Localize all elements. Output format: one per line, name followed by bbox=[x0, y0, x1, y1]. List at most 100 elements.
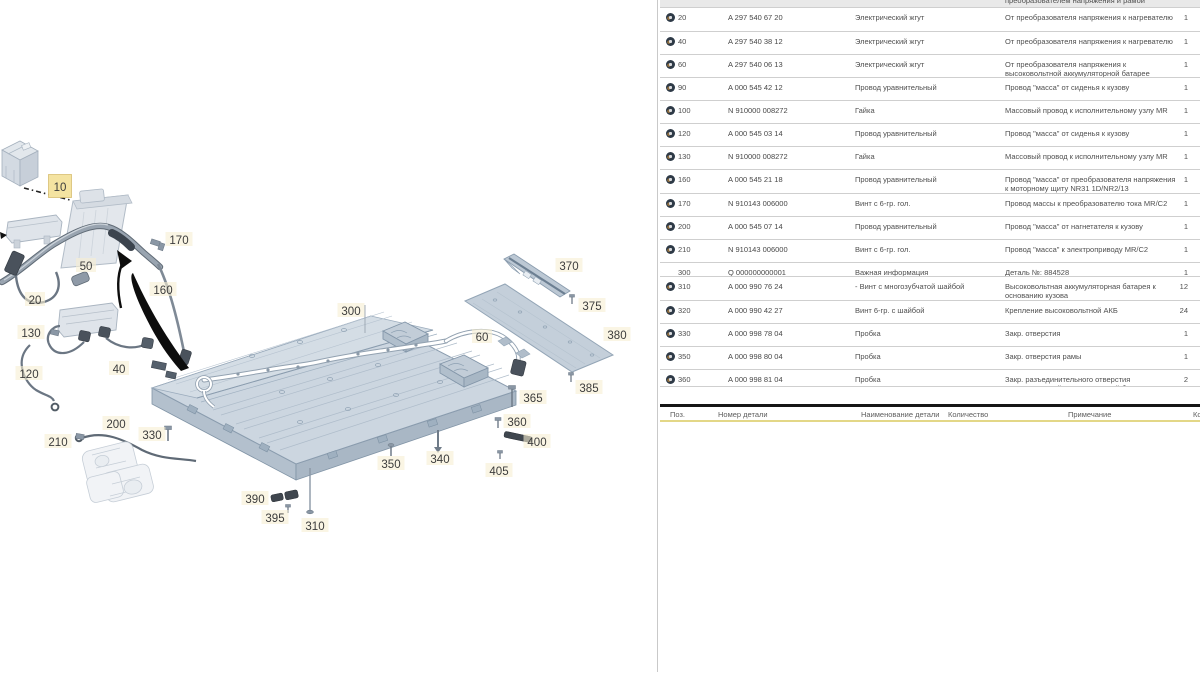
cell-part-number: N 910143 006000 bbox=[728, 245, 788, 254]
cell-position: 170 bbox=[678, 199, 691, 208]
cell-part-number: A 297 540 06 13 bbox=[728, 60, 783, 69]
part-image-icon[interactable] bbox=[666, 129, 675, 138]
callout-160[interactable]: 160 bbox=[149, 282, 177, 297]
cell-part-name: Провод уравнительный bbox=[855, 222, 937, 231]
cell-part-number: A 000 545 07 14 bbox=[728, 222, 783, 231]
callout-120[interactable]: 120 bbox=[15, 366, 43, 381]
part-image-icon[interactable] bbox=[666, 37, 675, 46]
cell-position: 300 bbox=[678, 268, 691, 277]
callout-130[interactable]: 130 bbox=[17, 325, 45, 340]
svg-text:60: 60 bbox=[476, 332, 489, 344]
cell-quantity: 1 bbox=[1183, 268, 1188, 277]
part-image-icon[interactable] bbox=[666, 282, 675, 291]
part-image-icon[interactable] bbox=[666, 106, 675, 115]
callout-210[interactable]: 210 bbox=[44, 434, 72, 449]
callout-300[interactable]: 300 bbox=[337, 303, 365, 318]
callout-20[interactable]: 20 bbox=[25, 292, 45, 307]
cell-description: От преобразователя напряжения к высоково… bbox=[1005, 60, 1150, 78]
cell-part-name: Провод уравнительный bbox=[855, 129, 937, 138]
callout-370[interactable]: 370 bbox=[555, 258, 583, 273]
callout-200[interactable]: 200 bbox=[102, 416, 130, 431]
cell-position: 100 bbox=[678, 106, 691, 115]
cell-quantity: 12 bbox=[1179, 282, 1188, 291]
callout-10[interactable]: 10 bbox=[48, 174, 72, 198]
cell-part-number: A 000 998 81 04 bbox=[728, 375, 783, 384]
part-image-icon[interactable] bbox=[666, 199, 675, 208]
cell-position: 200 bbox=[678, 222, 691, 231]
part-image-icon[interactable] bbox=[666, 222, 675, 231]
cell-quantity: 1 bbox=[1183, 13, 1188, 22]
part-image-icon[interactable] bbox=[666, 152, 675, 161]
cell-part-number: A 000 998 78 04 bbox=[728, 329, 783, 338]
part-image-icon[interactable] bbox=[666, 60, 675, 69]
cell-quantity: 1 bbox=[1183, 129, 1188, 138]
callout-400[interactable]: 400 bbox=[523, 434, 551, 449]
callout-40[interactable]: 40 bbox=[109, 361, 129, 376]
part-image-icon[interactable] bbox=[666, 352, 675, 361]
cell-position: 160 bbox=[678, 175, 691, 184]
callout-405[interactable]: 405 bbox=[485, 463, 513, 478]
svg-text:365: 365 bbox=[523, 393, 542, 405]
callout-385[interactable]: 385 bbox=[575, 380, 603, 395]
callout-375[interactable]: 375 bbox=[578, 298, 606, 313]
cell-part-name: Пробка bbox=[855, 329, 881, 338]
cell-quantity: 1 bbox=[1183, 329, 1188, 338]
part-image-icon[interactable] bbox=[666, 306, 675, 315]
svg-text:50: 50 bbox=[80, 261, 93, 273]
callout-60[interactable]: 60 bbox=[472, 329, 492, 344]
cell-description: Закр. отверстия рамы bbox=[1005, 352, 1082, 361]
table-row-partial[interactable]: преобразователем напряжения и рамой bbox=[660, 0, 1200, 8]
cell-part-number: A 297 540 67 20 bbox=[728, 13, 783, 22]
section-highlight-rule bbox=[660, 419, 1200, 423]
part-image-icon[interactable] bbox=[666, 245, 675, 254]
cell-description: Провод "масса" к электроприводу MR/C2 bbox=[1005, 245, 1149, 254]
callout-395[interactable]: 395 bbox=[261, 510, 289, 525]
callout-390[interactable]: 390 bbox=[241, 491, 269, 506]
cell-part-name: Винт с 6-гр. гол. bbox=[855, 199, 911, 208]
cell-description: преобразователем напряжения и рамой bbox=[1005, 0, 1145, 5]
callout-365[interactable]: 365 bbox=[519, 390, 547, 405]
part-image-icon[interactable] bbox=[666, 13, 675, 22]
part-image-icon[interactable] bbox=[666, 83, 675, 92]
callout-330[interactable]: 330 bbox=[138, 427, 166, 442]
cell-part-name: Пробка bbox=[855, 352, 881, 361]
callout-350[interactable]: 350 bbox=[377, 456, 405, 471]
part-image-icon[interactable] bbox=[666, 329, 675, 338]
cell-description: Крепление высоковольтной АКБ bbox=[1005, 306, 1118, 315]
callout-50[interactable]: 50 bbox=[76, 258, 96, 273]
svg-text:120: 120 bbox=[19, 369, 38, 381]
cell-part-name: Электрический жгут bbox=[855, 13, 925, 22]
cell-quantity: 1 bbox=[1183, 60, 1188, 69]
callout-170[interactable]: 170 bbox=[165, 232, 193, 247]
callout-340[interactable]: 340 bbox=[426, 451, 454, 466]
part-image-icon[interactable] bbox=[666, 175, 675, 184]
callout-310[interactable]: 310 bbox=[301, 518, 329, 533]
part-image-icon[interactable] bbox=[666, 375, 675, 384]
battery-pack-drawing bbox=[150, 311, 527, 481]
cell-position: 60 bbox=[678, 60, 687, 69]
cell-part-number: A 000 998 80 04 bbox=[728, 352, 783, 361]
cell-position: 330 bbox=[678, 329, 691, 338]
callout-380[interactable]: 380 bbox=[603, 327, 631, 342]
pane-divider[interactable] bbox=[657, 0, 658, 672]
callout-360[interactable]: 360 bbox=[503, 414, 531, 429]
cell-part-name: Пробка bbox=[855, 375, 881, 384]
